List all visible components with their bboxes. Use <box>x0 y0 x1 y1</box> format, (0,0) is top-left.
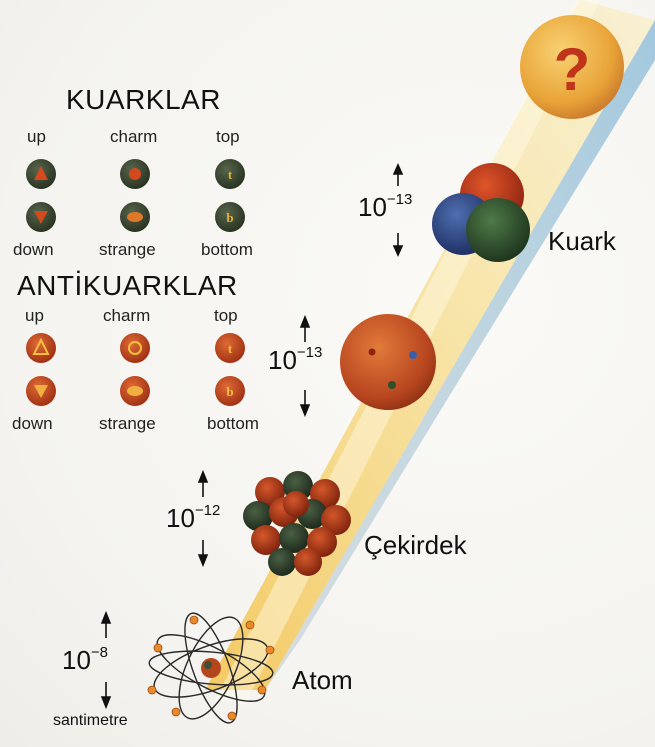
antiquark-down-icon <box>26 376 56 406</box>
svg-text:t: t <box>228 341 233 356</box>
scale-label-atom: 10−8 <box>62 645 108 676</box>
antiquark-label-up: up <box>25 306 44 326</box>
quark-label-strange: strange <box>99 240 156 260</box>
question-mark: ? <box>554 36 591 103</box>
quark-label-bottom: bottom <box>201 240 253 260</box>
quark-charm-icon <box>120 159 150 189</box>
level-label-nucleus: Çekirdek <box>364 530 467 561</box>
antiquark-icons: t b <box>26 333 245 406</box>
level-label-quark: Kuark <box>548 226 616 257</box>
quark-label-up: up <box>27 127 46 147</box>
antiquark-label-down: down <box>12 414 53 434</box>
scale-label-nucleus: 10−12 <box>166 503 220 534</box>
quark-up-icon <box>26 159 56 189</box>
antiquark-label-charm: charm <box>103 306 150 326</box>
antiquark-charm-icon <box>120 333 150 363</box>
quark-cluster <box>432 163 530 262</box>
scale-label-proton: 10−13 <box>268 345 322 376</box>
quarks-heading: KUARKLAR <box>66 84 221 116</box>
svg-text:b: b <box>226 384 233 399</box>
quark-top-icon: t <box>215 159 245 189</box>
unit-label: santimetre <box>53 712 128 730</box>
antiquarks-heading: ANTİKUARKLAR <box>17 270 238 302</box>
atom-nucleus <box>201 658 221 678</box>
antiquark-label-top: top <box>214 306 238 326</box>
antiquark-label-bottom: bottom <box>207 414 259 434</box>
svg-text:b: b <box>226 210 233 225</box>
scale-label-quark: 10−13 <box>358 192 412 223</box>
antiquark-strange-icon <box>120 376 150 406</box>
quark-label-charm: charm <box>110 127 157 147</box>
antiquark-top-icon: t <box>215 333 245 363</box>
quark-label-top: top <box>216 127 240 147</box>
level-label-atom: Atom <box>292 665 353 696</box>
quark-bottom-icon: b <box>215 202 245 232</box>
proton-sphere <box>340 314 436 410</box>
antiquark-label-strange: strange <box>99 414 156 434</box>
unknown-particle-sphere: ? <box>520 15 624 119</box>
antiquark-up-icon <box>26 333 56 363</box>
svg-text:t: t <box>228 167 233 182</box>
antiquark-bottom-icon: b <box>215 376 245 406</box>
quark-down-icon <box>26 202 56 232</box>
quark-icons: t b <box>26 159 245 232</box>
quark-label-down: down <box>13 240 54 260</box>
quark-strange-icon <box>120 202 150 232</box>
